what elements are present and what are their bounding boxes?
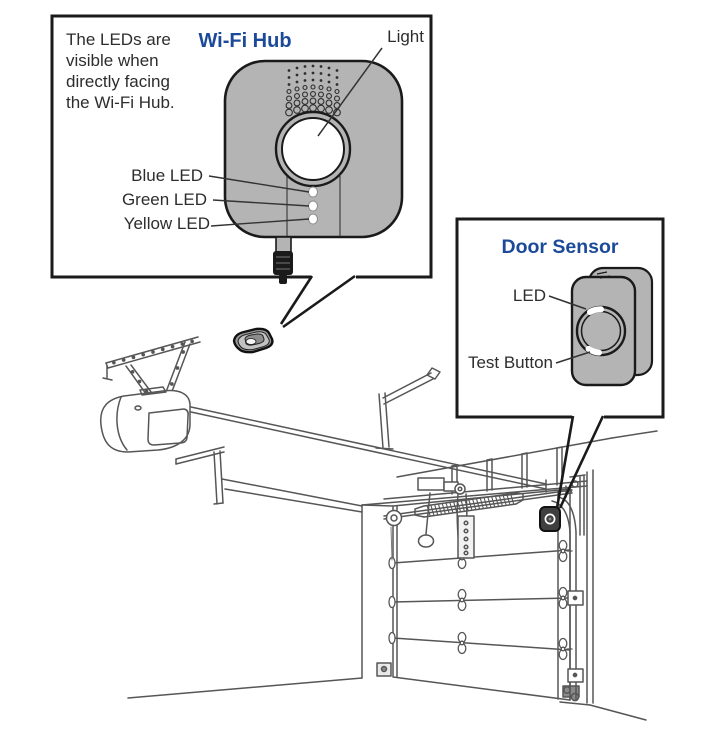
door-sensor-callout: Door Sensor LED Test Button [455,217,665,509]
led-leader-line [548,295,587,310]
note-line-2: visible when [66,51,159,70]
test-button-leader-line [555,351,591,364]
light-leader-line [317,47,383,137]
wifi-hub-title: Wi-Fi Hub [198,30,291,52]
green-led-dot [308,200,318,212]
garage-scene [100,327,658,721]
blue-led-label: Blue LED [131,166,203,185]
note-line-3: directly facing [66,72,170,91]
door-bottom-bracket-left [376,662,392,677]
callout-tail-line [282,274,356,329]
blue-led-leader-line [208,175,310,193]
ceiling-wifi-hub [232,327,274,354]
callout-tail-line [555,415,575,509]
wifi-hub-device [223,59,404,284]
speaker-grille [285,64,341,117]
light-lens-outer-ring [274,110,352,188]
blue-led-dot [308,186,318,198]
rail-trolley [417,477,475,559]
led-label: LED [513,286,546,305]
sensor-led-notch [587,306,604,315]
left-wall-bracket [175,446,225,505]
yellow-led-leader-line [210,218,310,227]
note-line-1: The LEDs are [66,30,171,49]
door-arm-bracket [457,515,475,559]
callout-tail-line [558,415,605,509]
note-line-4: the Wi-Fi Hub. [66,93,175,112]
track-brackets [567,590,584,683]
rail-support-bracket [375,367,441,450]
green-led-leader-line [212,199,310,207]
door-sensor-device [570,266,654,387]
callout-tail-line [279,275,314,325]
door-mounted-sensor [539,506,561,532]
test-button-label: Test Button [468,353,553,372]
release-handle [417,534,435,548]
door-panel-seams [392,549,571,651]
door-bottom-bracket-right [562,685,580,702]
hanger-straps [102,336,201,399]
yellow-led-dot [308,213,318,225]
opener-head-unit [100,386,191,453]
status-leds [308,186,318,225]
cable-drum [385,509,403,527]
garage-door-opener [100,336,201,453]
opener-rail [190,406,547,493]
wifi-hub-note: The LEDs are visible when directly facin… [66,30,175,112]
wifi-hub-callout: The LEDs are visible when directly facin… [50,14,433,329]
light-lens [281,117,345,181]
yellow-led-label: Yellow LED [124,214,210,233]
strap-perforations [112,339,194,394]
callout-tail-gap [311,273,356,281]
light-label: Light [387,27,424,46]
power-plug [273,236,293,284]
test-button-notch [585,345,602,356]
torsion-spring-assembly [383,485,573,527]
door-sensor-title: Door Sensor [501,236,618,258]
green-led-label: Green LED [122,190,207,209]
callout-tail-gap [572,413,604,421]
right-track-and-jamb [551,469,647,721]
